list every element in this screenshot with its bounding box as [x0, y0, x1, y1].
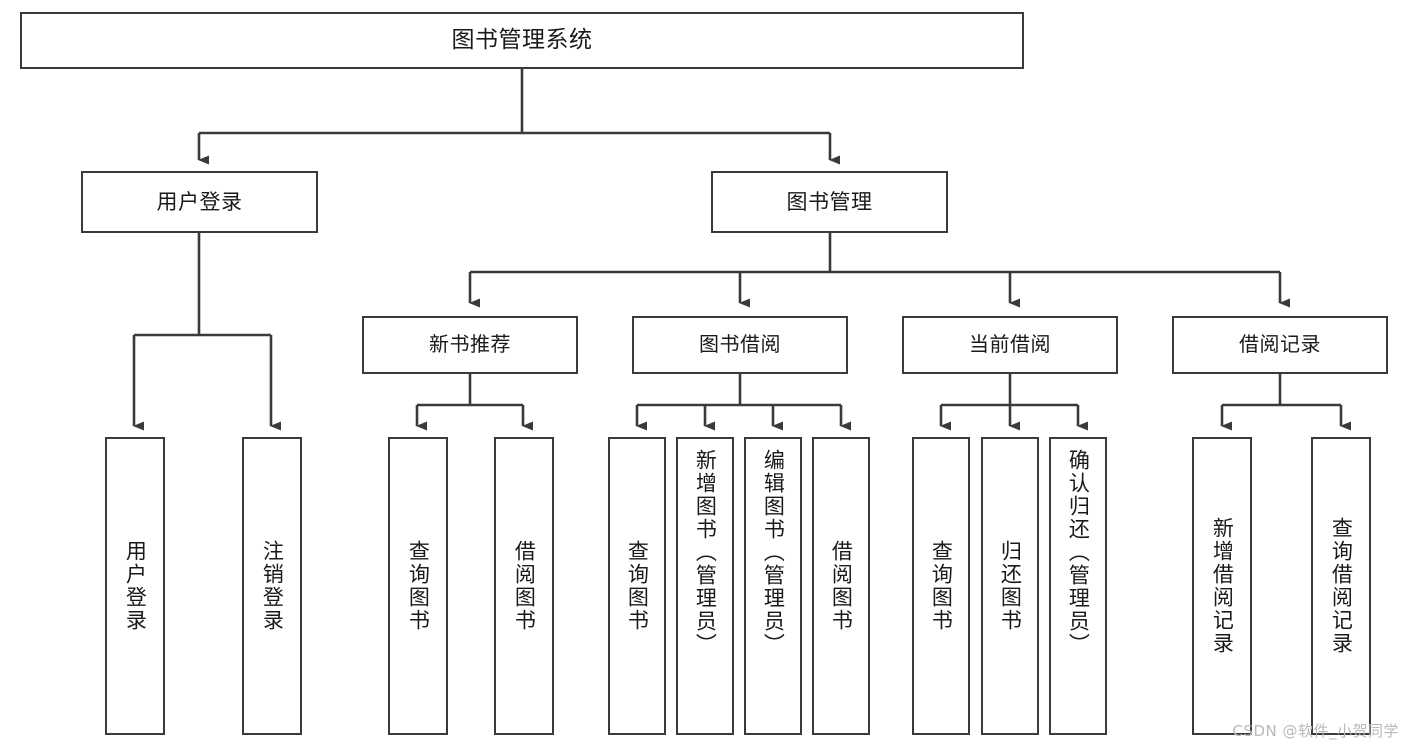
- leaf-cb-query-book[interactable]: 查询图书: [912, 437, 970, 735]
- leaf-bb-edit-book-admin[interactable]: 编辑图书（管理员）: [744, 437, 802, 735]
- leaf-bb-add-book-admin-label: 新增图书（管理员）: [693, 449, 718, 656]
- node-current-borrow-label: 当前借阅: [969, 332, 1051, 357]
- leaf-br-add-record[interactable]: 新增借阅记录: [1192, 437, 1252, 735]
- leaf-nb-borrow-book-label: 借阅图书: [512, 540, 537, 632]
- leaf-bb-query-book-label: 查询图书: [625, 540, 650, 632]
- leaf-bb-edit-book-admin-label: 编辑图书（管理员）: [761, 449, 786, 656]
- leaf-cb-confirm-return-admin[interactable]: 确认归还（管理员）: [1049, 437, 1107, 735]
- node-new-book-recommend-label: 新书推荐: [429, 332, 511, 357]
- leaf-user-login[interactable]: 用户登录: [105, 437, 165, 735]
- node-current-borrow[interactable]: 当前借阅: [902, 316, 1118, 374]
- node-borrow-records[interactable]: 借阅记录: [1172, 316, 1388, 374]
- leaf-bb-borrow-book[interactable]: 借阅图书: [812, 437, 870, 735]
- leaf-logout[interactable]: 注销登录: [242, 437, 302, 735]
- node-book-management[interactable]: 图书管理: [711, 171, 948, 233]
- leaf-user-login-label: 用户登录: [123, 540, 148, 632]
- node-book-borrow[interactable]: 图书借阅: [632, 316, 848, 374]
- node-root-label: 图书管理系统: [451, 26, 593, 53]
- leaf-nb-query-book-label: 查询图书: [406, 540, 431, 632]
- leaf-br-add-record-label: 新增借阅记录: [1210, 517, 1235, 655]
- node-user-login-label: 用户登录: [156, 189, 243, 214]
- leaf-br-query-record[interactable]: 查询借阅记录: [1311, 437, 1371, 735]
- leaf-br-query-record-label: 查询借阅记录: [1329, 517, 1354, 655]
- node-root-system[interactable]: 图书管理系统: [20, 12, 1024, 69]
- leaf-bb-add-book-admin[interactable]: 新增图书（管理员）: [676, 437, 734, 735]
- leaf-cb-return-book-label: 归还图书: [998, 540, 1023, 632]
- node-new-book-recommend[interactable]: 新书推荐: [362, 316, 578, 374]
- leaf-nb-borrow-book[interactable]: 借阅图书: [494, 437, 554, 735]
- leaf-logout-label: 注销登录: [260, 540, 285, 632]
- node-user-login[interactable]: 用户登录: [81, 171, 318, 233]
- leaf-cb-query-book-label: 查询图书: [929, 540, 954, 632]
- node-book-borrow-label: 图书借阅: [699, 332, 781, 357]
- leaf-bb-query-book[interactable]: 查询图书: [608, 437, 666, 735]
- node-borrow-records-label: 借阅记录: [1239, 332, 1321, 357]
- leaf-bb-borrow-book-label: 借阅图书: [829, 540, 854, 632]
- leaf-cb-confirm-return-admin-label: 确认归还（管理员）: [1066, 449, 1091, 656]
- leaf-cb-return-book[interactable]: 归还图书: [981, 437, 1039, 735]
- node-book-management-label: 图书管理: [786, 189, 873, 214]
- leaf-nb-query-book[interactable]: 查询图书: [388, 437, 448, 735]
- csdn-watermark: CSDN @软件_小贺同学: [1232, 722, 1399, 740]
